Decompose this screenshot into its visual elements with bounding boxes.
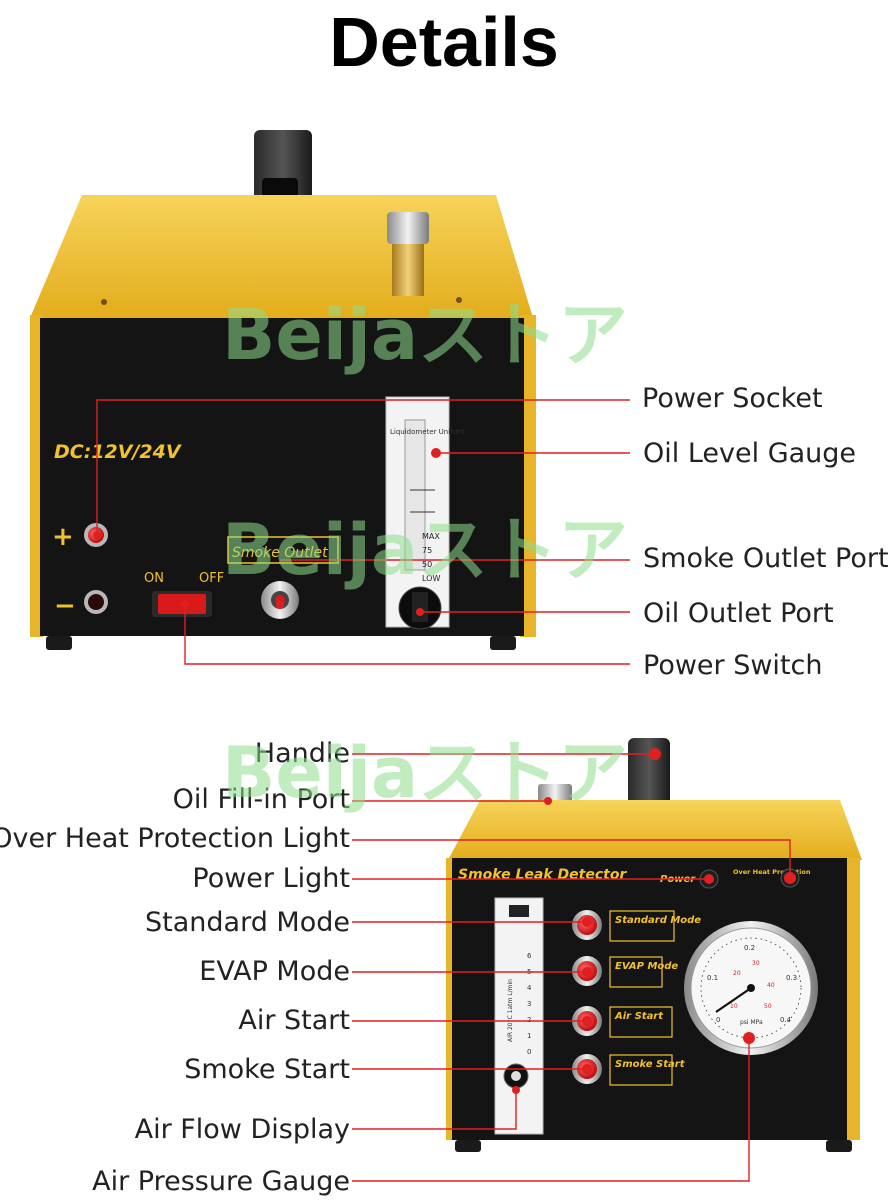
switch-off-label: OFF [199,571,224,586]
gauge-scale: 20 [733,970,741,977]
button-text: Air Start [614,1011,664,1022]
gauge-scale: 0.2 [744,944,755,952]
callout-label: Oil Fill-in Port [172,784,350,815]
watermark: Beijaストア [222,294,629,376]
top-device: DC:12V/24V + − ON OFF Smoke Outlet Liqui… [30,130,536,650]
gauge-mark: MAX [422,532,440,541]
bottom-callout-lines [352,753,791,1182]
callout-label: Air Start [238,1005,350,1036]
panel-title: Smoke Leak Detector [458,867,627,883]
button-text: EVAP Mode [615,961,678,972]
callout-label: Power Switch [643,650,823,681]
callout-label: EVAP Mode [199,956,350,987]
watermark: Beijaストア [222,732,629,814]
gauge-scale: 30 [752,960,760,967]
plus-sign: + [52,522,74,552]
overheat-label: Over Heat Protection [733,868,811,876]
minus-sign: − [54,591,76,621]
flow-scale: 6 [527,952,532,960]
gauge-mark: 50 [422,560,432,569]
gauge-mark: LOW [422,574,440,583]
callout-label: Oil Level Gauge [643,438,857,469]
flow-label: AIR 20°C 1atm L/min [507,979,514,1042]
voltage-label: DC:12V/24V [54,441,182,463]
flow-scale: 2 [527,1016,531,1024]
gauge-units: psi MPa [740,1019,763,1026]
callout-label: Power Socket [642,383,823,414]
callout-label: Air Pressure Gauge [92,1166,350,1197]
gauge-scale: 0 [716,1016,720,1024]
power-socket-negative[interactable] [88,594,104,610]
gauge-scale: 0.4 [780,1016,792,1024]
callout-label: Over Heat Protection Light [0,823,350,854]
switch-on-label: ON [144,571,164,586]
callout-label: Air Flow Display [134,1114,350,1145]
oil-fill-cap [387,212,429,244]
callout-label: Standard Mode [145,907,350,938]
watermark: Beijaストア [222,509,629,591]
gauge-title: Liquidometer Unit:ml [390,428,464,436]
top-callout-dots [93,448,441,616]
button-text: Smoke Start [615,1059,686,1070]
bottom-callout-dots [512,748,796,1094]
gauge-scale: 10 [730,1003,738,1010]
flow-scale: 0 [527,1048,531,1056]
callout-label: Smoke Outlet Port [643,543,888,574]
gauge-scale: 0.3 [786,974,797,982]
flow-scale: 1 [527,1032,531,1040]
callout-label: Smoke Start [184,1054,350,1085]
top-callout-lines [96,399,630,665]
callout-label: Power Light [192,863,350,894]
gauge-needle [715,987,752,1013]
page-title: Details [329,3,559,81]
gauge-scale: 50 [764,1003,772,1010]
flow-scale: 3 [527,1000,531,1008]
button-text: Standard Mode [615,915,701,926]
callout-label: Handle [254,738,350,769]
gauge-scale: 0.1 [707,974,718,982]
callout-label: Oil Outlet Port [643,598,834,629]
flow-scale: 4 [527,984,532,992]
gauge-scale: 40 [767,982,775,989]
smoke-outlet-label: Smoke Outlet [232,545,328,561]
gauge-mark: 75 [422,546,432,555]
air-flow-display [494,897,544,1135]
